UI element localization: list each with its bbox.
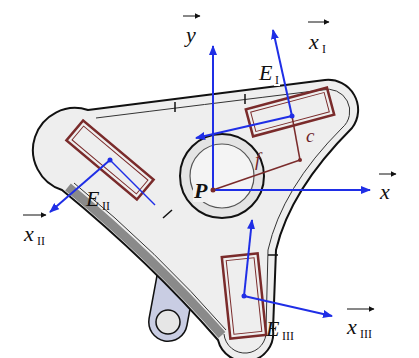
axis-name: y <box>186 24 196 46</box>
gauge-subscript: I <box>274 74 280 86</box>
axis-name: x <box>24 223 34 245</box>
gauge-name: E <box>86 188 99 210</box>
dimension-name: c <box>306 126 314 145</box>
gauge-name: E <box>266 318 279 340</box>
gauge-subscript: II <box>102 200 110 212</box>
axis-name: x <box>380 181 390 203</box>
point-name: P <box>193 180 208 202</box>
gauge-name: E <box>258 62 273 84</box>
axis-name: x <box>347 316 357 338</box>
axis-subscript: I <box>322 43 326 55</box>
gauge-subscript: III <box>282 330 294 342</box>
axis-subscript: III <box>360 328 372 340</box>
dimension-name: f <box>255 150 260 169</box>
axis-subscript: II <box>37 235 45 247</box>
axis-name: x <box>309 31 319 53</box>
